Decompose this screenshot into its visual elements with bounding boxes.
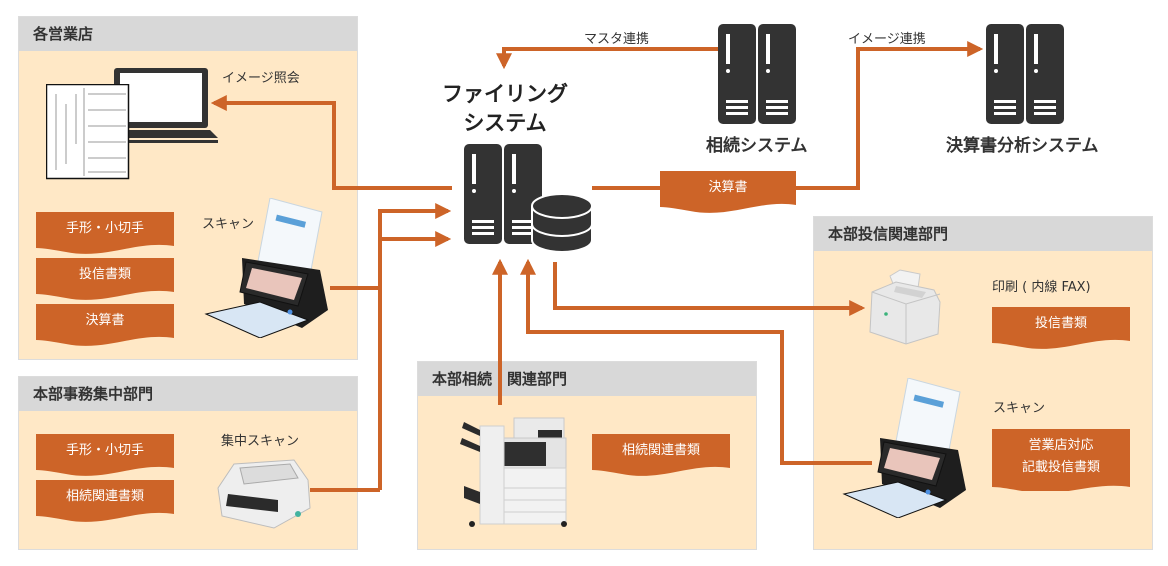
- line-image-view: [210, 95, 452, 190]
- central-doc-tegata-label: 手形・小切手: [65, 443, 144, 458]
- branch-scan-label: スキャン: [202, 217, 255, 232]
- branch-doc-tegata: 手形・小切手: [36, 212, 174, 258]
- line-scan-bus: [378, 203, 452, 490]
- central-doc-tegata: 手形・小切手: [36, 434, 174, 480]
- toushin-dept-box: 本部投信関連部門: [813, 216, 1153, 550]
- line-toushin-scan: [520, 258, 872, 465]
- toushin-scan-doc-label: 営業店対応 記載投信書類: [992, 435, 1130, 479]
- toushin-print-doc-label: 投信書類: [1034, 316, 1087, 331]
- toushin-scan-doc: 営業店対応 記載投信書類: [992, 429, 1130, 491]
- souzoku-dept-doc-label: 相続関連書類: [621, 443, 700, 458]
- branch-box-title: 各営業店: [19, 17, 357, 51]
- laptop-icon: [110, 68, 218, 143]
- toushin-scan-doc-line1: 営業店対応: [1028, 438, 1094, 453]
- filing-system-title-line1: ファイリング: [442, 82, 568, 106]
- central-office-box-title: 本部事務集中部門: [19, 377, 357, 411]
- filing-server-database-icon: [464, 144, 593, 253]
- branch-doc-toushin: 投信書類: [36, 258, 174, 304]
- branch-doc-kessansho: 決算書: [36, 304, 174, 350]
- kessan-system-label: 決算書分析システム: [946, 136, 1099, 156]
- kessan-server-icon: [986, 24, 1064, 124]
- kessansho-link-doc-label: 決算書: [708, 180, 748, 195]
- central-scan-label: 集中スキャン: [221, 434, 300, 449]
- line-master-link: [496, 47, 720, 70]
- print-label: 印刷 ( 内線 FAX): [992, 280, 1091, 295]
- toushin-scan-label: スキャン: [993, 401, 1046, 416]
- toushin-print-doc: 投信書類: [992, 307, 1130, 353]
- document-image-icon: [46, 84, 130, 180]
- branch-doc-toushin-label: 投信書類: [78, 267, 131, 282]
- laser-printer-icon: [869, 269, 941, 345]
- branch-doc-kessansho-label: 決算書: [85, 313, 125, 328]
- line-image-link: [795, 41, 984, 190]
- master-link-label: マスタ連携: [584, 32, 650, 47]
- image-link-label: イメージ連携: [848, 32, 926, 47]
- central-doc-souzoku-label: 相続関連書類: [65, 489, 144, 504]
- kessansho-link-doc: 決算書: [660, 171, 796, 217]
- document-scanner-icon: [204, 198, 328, 338]
- high-speed-scanner-icon: [217, 459, 311, 529]
- image-view-label: イメージ照会: [222, 71, 300, 86]
- central-doc-souzoku: 相続関連書類: [36, 480, 174, 526]
- souzoku-dept-box-title: 本部相続 関連部門: [418, 362, 756, 396]
- toushin-scan-doc-line2: 記載投信書類: [1021, 460, 1100, 475]
- filing-system-title: ファイリング システム: [410, 80, 600, 138]
- toushin-dept-box-title: 本部投信関連部門: [814, 217, 1152, 251]
- multifunction-printer-icon: [460, 417, 567, 527]
- souzoku-dept-doc: 相続関連書類: [592, 434, 730, 480]
- line-print: [553, 262, 866, 316]
- filing-system-title-line2: システム: [463, 111, 547, 135]
- souzoku-system-label: 相続システム: [706, 136, 808, 156]
- souzoku-server-icon: [718, 24, 796, 124]
- document-scanner-icon: [842, 378, 966, 518]
- branch-doc-tegata-label: 手形・小切手: [65, 221, 144, 236]
